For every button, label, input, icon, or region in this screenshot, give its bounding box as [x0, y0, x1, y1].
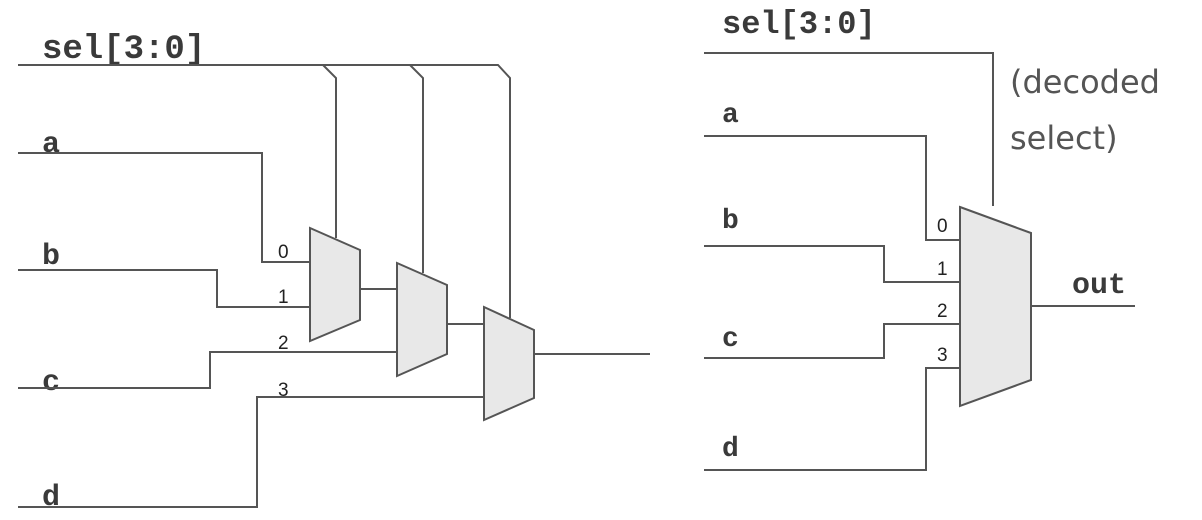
right-port-2: 2 — [937, 301, 948, 322]
left-port-3: 3 — [278, 380, 289, 401]
right-note-line2: select) — [1010, 119, 1118, 157]
left-diagram: sel[3:0] a b c d 0 1 2 3 — [18, 31, 650, 515]
right-output-label: out — [1072, 269, 1126, 303]
left-input-d-label: d — [42, 481, 60, 515]
right-input-a-label: a — [722, 100, 739, 131]
left-mux-2 — [396, 261, 448, 378]
left-wire-d — [18, 396, 484, 508]
right-note-line1: (decoded — [1010, 63, 1160, 101]
left-sel-label: sel[3:0] — [42, 31, 205, 69]
left-input-a-label: a — [42, 128, 60, 162]
right-sel-label: sel[3:0] — [722, 6, 876, 43]
right-diagram: sel[3:0] (decoded select) a b c d out 0 … — [704, 6, 1160, 471]
right-input-d-label: d — [722, 434, 739, 465]
left-port-2: 2 — [278, 333, 289, 354]
left-sel-wire — [18, 64, 511, 318]
right-wire-d — [704, 367, 960, 471]
left-input-c-label: c — [42, 366, 60, 400]
left-wire-b — [18, 269, 310, 308]
left-wire-c — [18, 351, 397, 389]
right-wire-b — [704, 245, 960, 283]
right-wire-a — [704, 135, 960, 241]
left-wire-a — [18, 152, 310, 263]
right-input-c-label: c — [722, 324, 739, 355]
right-input-b-label: b — [722, 206, 739, 237]
right-mux — [959, 205, 1032, 408]
right-sel-wire — [704, 52, 994, 206]
right-wire-c — [704, 323, 960, 359]
left-sel-tap-2 — [409, 64, 424, 273]
left-port-1: 1 — [278, 287, 289, 308]
left-sel-tap-1 — [322, 64, 337, 238]
left-input-b-label: b — [42, 240, 60, 274]
left-mux-3 — [483, 305, 535, 422]
right-port-1: 1 — [937, 259, 948, 280]
left-port-0: 0 — [278, 242, 289, 263]
right-port-3: 3 — [937, 345, 948, 366]
left-mux-1 — [309, 226, 361, 343]
right-port-0: 0 — [937, 216, 948, 237]
